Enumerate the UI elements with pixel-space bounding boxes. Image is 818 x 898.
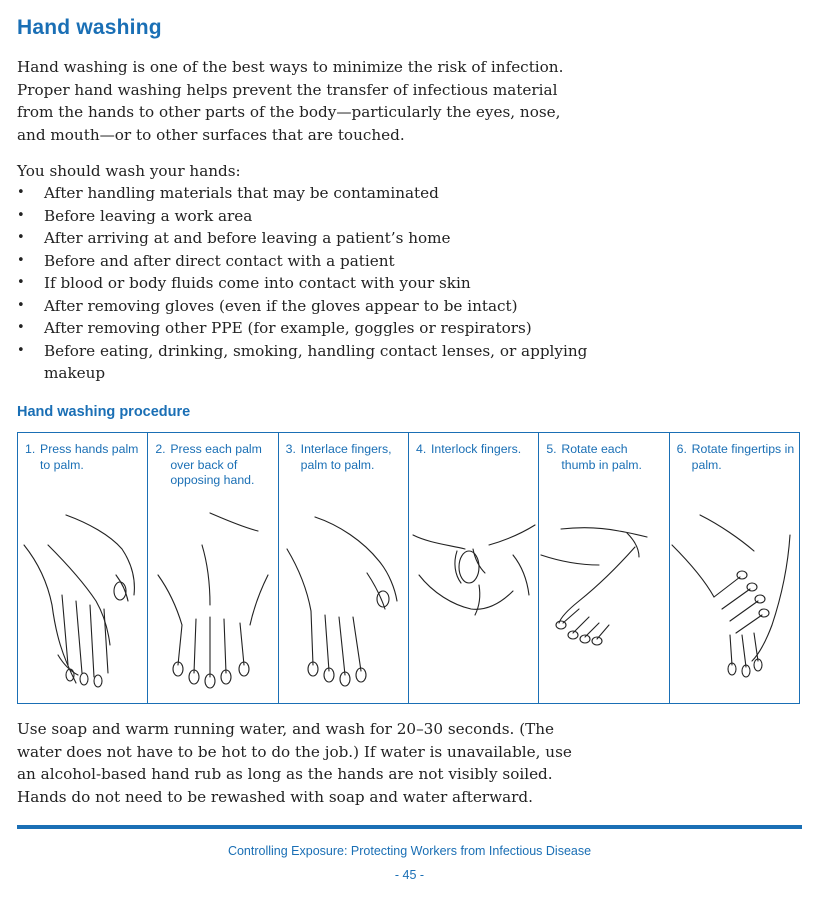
step-number: 3. <box>285 442 296 456</box>
step-6: 6. Rotate fingertips in palm. <box>670 433 799 703</box>
hands-interlace-fingers-illustration <box>286 516 398 687</box>
step-number: 6. <box>676 442 687 456</box>
step-2: 2. Press each palm over back of opposing … <box>148 433 279 703</box>
step-label: 4.Interlock fingers. <box>416 442 534 458</box>
list-item: After arriving at and before leaving a p… <box>17 227 597 250</box>
procedure-heading: Hand washing procedure <box>17 404 191 420</box>
step-text: Press hands palm to palm. <box>40 442 139 472</box>
step-label: 1. Press hands palm to palm. <box>25 442 143 473</box>
list-item: After removing other PPE (for example, g… <box>17 317 597 340</box>
step-label: 6. Rotate fingertips in palm. <box>677 442 795 473</box>
step-1: 1. Press hands palm to palm. <box>18 433 149 703</box>
page-title: Hand washing <box>17 16 162 39</box>
step-4: 4.Interlock fingers. <box>409 433 540 703</box>
step-text: Interlace fingers, palm to palm. <box>300 442 392 472</box>
footer-title: Controlling Exposure: Protecting Workers… <box>227 844 592 858</box>
step-text: Rotate fingertips in palm. <box>691 442 795 472</box>
procedure-steps-panel: 1. Press hands palm to palm. 2. Press each… <box>17 432 800 704</box>
list-item: Before and after direct contact with a p… <box>17 250 597 273</box>
step-number: 1. <box>25 442 36 456</box>
wash-when-list: After handling materials that may be con… <box>17 182 597 385</box>
step-3: 3. Interlace fingers, palm to palm. <box>279 433 409 703</box>
hands-interlock-fingers-illustration <box>412 524 536 616</box>
step-text: Press each palm over back of opposing ha… <box>170 442 262 487</box>
list-item: Before leaving a work area <box>17 205 597 228</box>
wash-when-lead: You should wash your hands: <box>17 162 241 180</box>
step-number: 5. <box>546 442 557 456</box>
step-label: 3. Interlace fingers, palm to palm. <box>286 442 404 473</box>
hands-rotate-thumb-illustration <box>540 527 648 646</box>
step-5: 5. Rotate each thumb in palm. <box>539 433 670 703</box>
list-item: After handling materials that may be con… <box>17 182 597 205</box>
list-item: Before eating, drinking, smoking, handli… <box>17 340 597 385</box>
page-number: - 45 - <box>394 868 425 882</box>
intro-paragraph: Hand washing is one of the best ways to … <box>17 58 564 144</box>
step-number: 2. <box>155 442 166 456</box>
hands-palm-over-back-illustration <box>157 512 269 689</box>
step-number: 4. <box>415 442 427 456</box>
closing-paragraph: Use soap and warm running water, and was… <box>17 720 572 806</box>
footer-divider <box>17 825 802 829</box>
list-item: If blood or body fluids come into contac… <box>17 272 597 295</box>
hands-rotate-fingertips-illustration <box>671 514 791 678</box>
step-text: Rotate each thumb in palm. <box>561 442 642 472</box>
step-label: 5. Rotate each thumb in palm. <box>546 442 664 473</box>
hands-palm-to-palm-illustration <box>23 514 135 688</box>
step-text: Interlock fingers. <box>430 442 522 456</box>
list-item: After removing gloves (even if the glove… <box>17 295 597 318</box>
step-label: 2. Press each palm over back of opposing … <box>155 442 273 489</box>
